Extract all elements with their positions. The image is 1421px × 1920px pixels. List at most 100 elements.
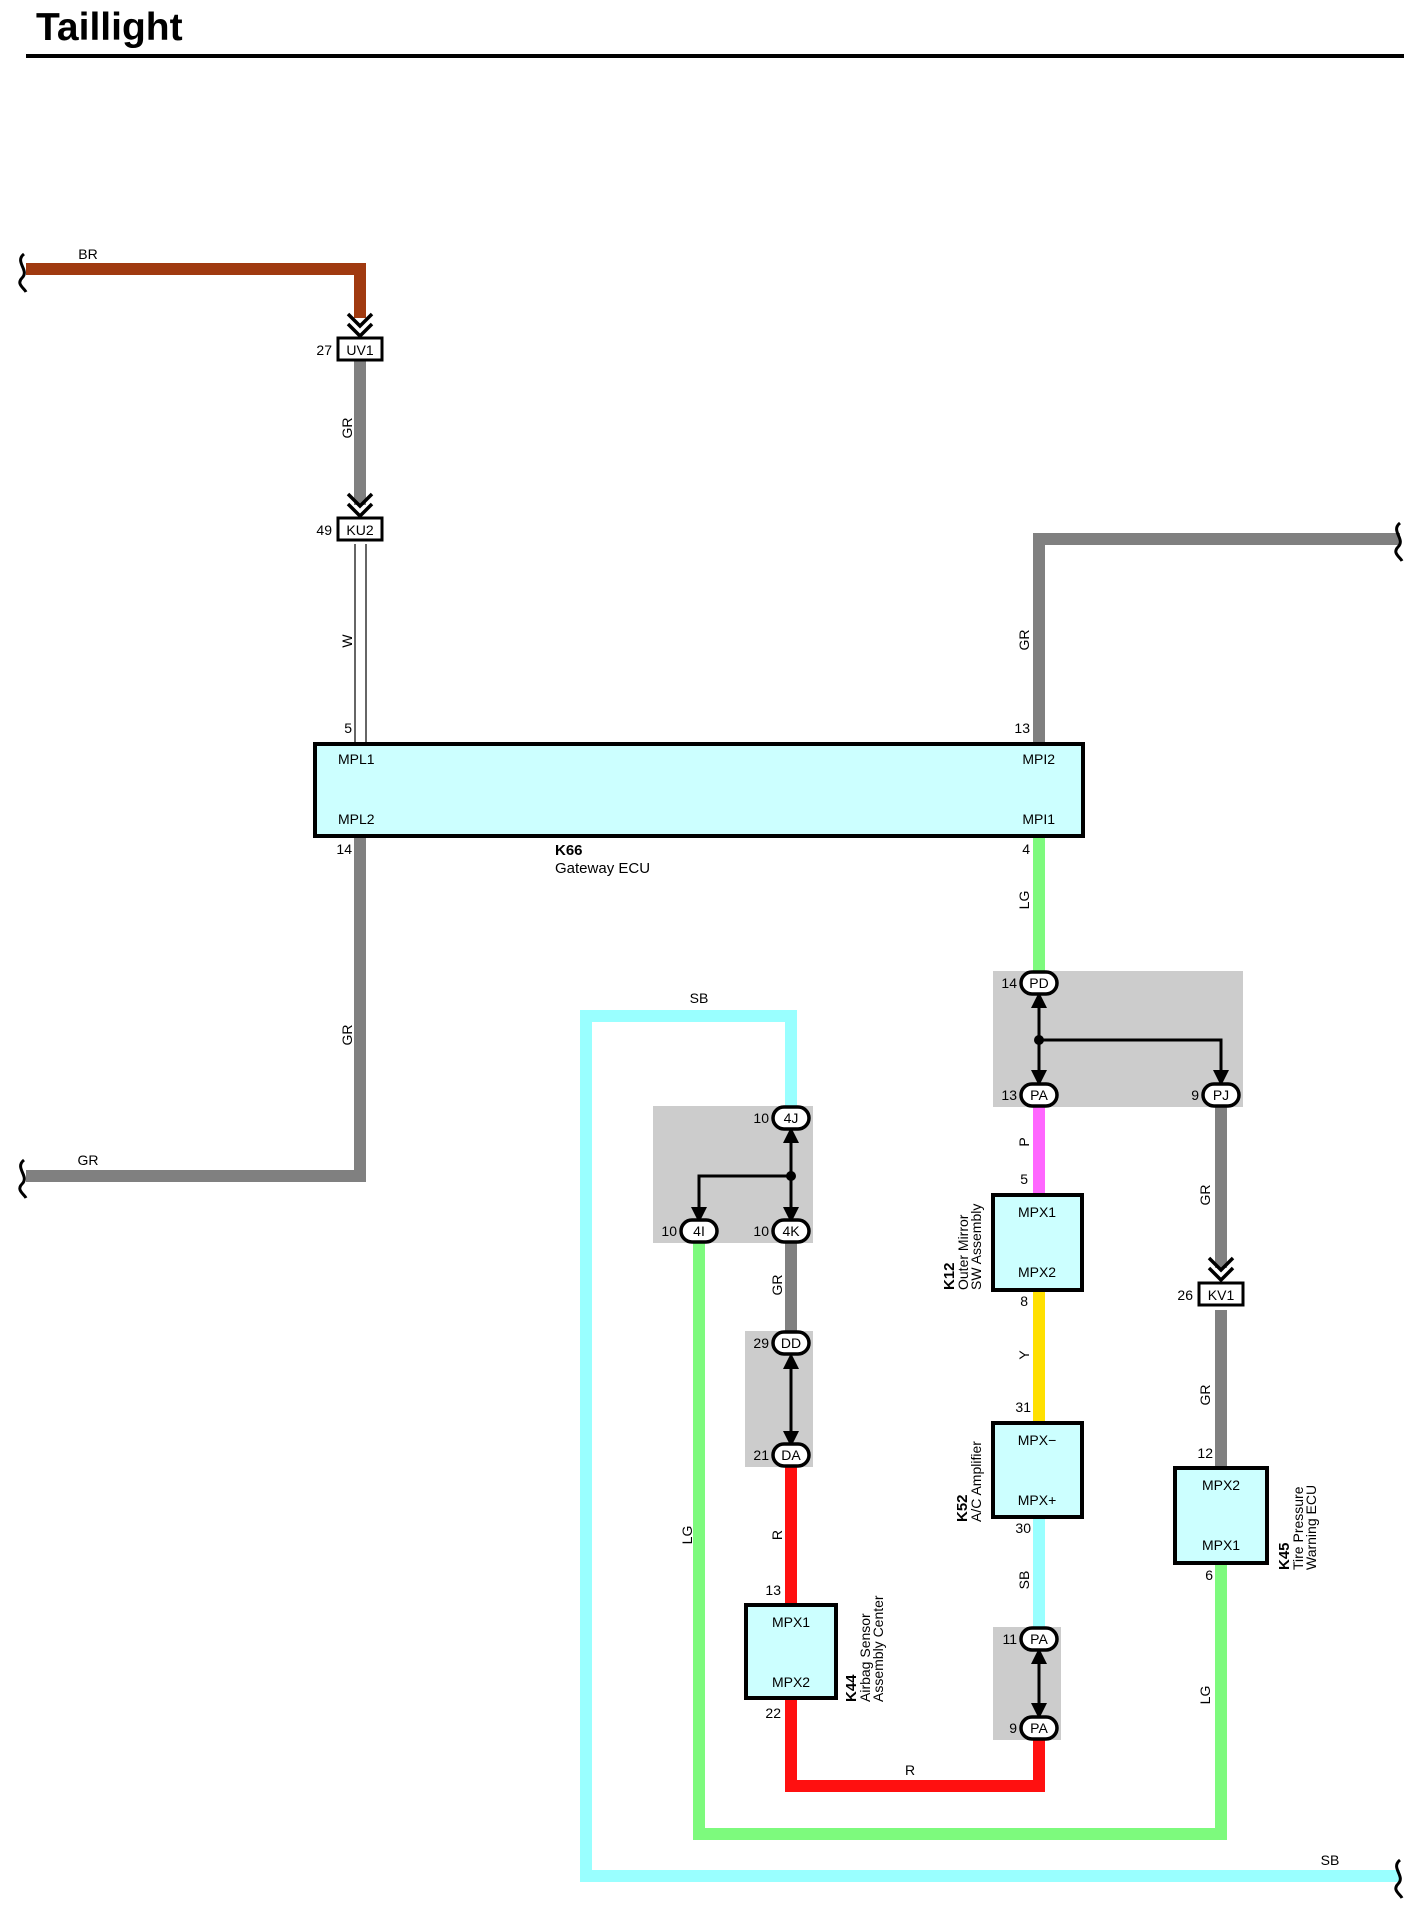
pin-number: 30 (1015, 1520, 1031, 1536)
wire-color-label: BR (78, 246, 97, 262)
wire-color-label: LG (1197, 1686, 1213, 1705)
wire-color-label: SB (1016, 1571, 1032, 1590)
connector-uv1: UV1 27 (316, 336, 384, 362)
wire-color-label: R (905, 1762, 915, 1778)
wire-color-label: LG (1016, 891, 1032, 910)
pin-label: MPX1 (1202, 1537, 1240, 1553)
pin-label: MPX+ (1018, 1492, 1057, 1508)
wire-color-label: GR (1016, 630, 1032, 651)
terminal-name: DA (781, 1447, 801, 1463)
connector-boxes: UV1 27 KU2 49 KV1 26 (316, 336, 1245, 1307)
wire-gr-mpi2 (1033, 533, 1400, 744)
wire-color-label: GR (1197, 1185, 1213, 1206)
pin-number: 6 (1205, 1567, 1213, 1583)
component-k44: MPX1 MPX2 13 22 K44 Airbag Sensor Assemb… (744, 1582, 886, 1721)
terminal-pin: 9 (1009, 1720, 1017, 1736)
pin-number: 13 (765, 1582, 781, 1598)
terminal-pj: PJ 9 (1191, 1082, 1241, 1108)
wire-gr-mpl2 (26, 836, 366, 1182)
terminal-name: 4K (782, 1223, 800, 1239)
terminal-pd: PD 14 (1001, 970, 1059, 996)
junction-arrows (691, 992, 1229, 1719)
terminal-name: 4J (784, 1110, 799, 1126)
terminal-pin: 10 (661, 1223, 677, 1239)
wire-w (354, 544, 367, 744)
component-name: Gateway ECU (555, 860, 650, 877)
component-id: K66 (555, 842, 583, 859)
pin-label: MPX1 (772, 1614, 810, 1630)
wire-color-label: SB (690, 990, 709, 1006)
terminal-pin: 11 (1002, 1631, 1017, 1647)
pin-number: 8 (1020, 1293, 1028, 1309)
wire-color-label: GR (1197, 1385, 1213, 1406)
terminal-pin: 21 (753, 1447, 769, 1463)
component-name: Warning ECU (1303, 1485, 1319, 1570)
wires (26, 263, 1400, 1882)
wire-color-label: W (339, 634, 355, 648)
page-title: Taillight (36, 6, 183, 49)
connector-kv1: KV1 26 (1177, 1281, 1245, 1307)
component-name: Assembly Center (870, 1595, 886, 1702)
break-icon (18, 1158, 28, 1199)
component-name: A/C Amplifier (968, 1441, 984, 1522)
component-id: K45 (1276, 1542, 1293, 1570)
terminal-name: 4I (693, 1223, 705, 1239)
pin-number: 5 (344, 720, 352, 736)
wire-break-symbols (18, 252, 1404, 1899)
terminal-pin: 9 (1191, 1087, 1199, 1103)
pin-label: MPX2 (1018, 1264, 1056, 1280)
pin-number: 22 (765, 1705, 781, 1721)
terminal-pa: PA 9 (1009, 1715, 1059, 1741)
connector-ku2: KU2 49 (316, 516, 384, 542)
connector-pin: 27 (316, 342, 332, 358)
component-name: Airbag Sensor (857, 1613, 873, 1702)
component-k45: MPX2 MPX1 12 6 K45 Tire Pressure Warning… (1173, 1445, 1319, 1583)
pin-number: 12 (1197, 1445, 1213, 1461)
pin-number: 13 (1014, 720, 1030, 736)
terminal-pin: 14 (1001, 975, 1017, 991)
component-k66: MPL1 MPL2 MPI2 MPI1 5 14 13 4 K66 Gatewa… (313, 720, 1085, 877)
terminal-4j: 4J 10 (753, 1105, 811, 1131)
connector-name: UV1 (346, 342, 373, 358)
wire-color-label: P (1016, 1137, 1032, 1146)
pin-label: MPX1 (1018, 1204, 1056, 1220)
connector-name: KV1 (1208, 1287, 1235, 1303)
pin-label: MPI2 (1022, 751, 1055, 767)
component-k52: MPX− MPX+ 31 30 K52 A/C Amplifier (954, 1399, 1084, 1536)
terminal-name: PD (1029, 975, 1048, 991)
break-icon (1394, 521, 1404, 562)
pin-label: MPX2 (772, 1674, 810, 1690)
connector-pin: 49 (316, 522, 332, 538)
terminal-name: PA (1030, 1720, 1048, 1736)
connector-name: KU2 (346, 522, 373, 538)
wire-color-label: Y (1016, 1350, 1032, 1360)
component-id: K52 (954, 1494, 971, 1522)
terminal-da: DA 21 (753, 1442, 811, 1468)
terminal-name: PJ (1213, 1087, 1229, 1103)
break-icon (1394, 1858, 1404, 1899)
wire-color-label: SB (1321, 1852, 1340, 1868)
component-id: K44 (843, 1674, 860, 1702)
pin-number: 4 (1022, 841, 1030, 857)
connector-pin: 26 (1177, 1287, 1193, 1303)
pin-label: MPI1 (1022, 811, 1055, 827)
break-icon (18, 252, 28, 293)
component-k12: MPX1 MPX2 5 8 K12 Outer Mirror SW Assemb… (941, 1171, 1084, 1309)
junction-blocks (653, 971, 1243, 1740)
terminal-name: PA (1030, 1087, 1048, 1103)
connector-chevrons (346, 312, 1235, 1283)
pin-number: 31 (1015, 1399, 1031, 1415)
wire-r-k44 (785, 1698, 1045, 1792)
pin-label: MPX2 (1202, 1477, 1240, 1493)
wire-color-label: GR (78, 1152, 99, 1168)
terminal-pin: 10 (753, 1110, 769, 1126)
terminal-4i: 4I 10 (661, 1218, 719, 1244)
